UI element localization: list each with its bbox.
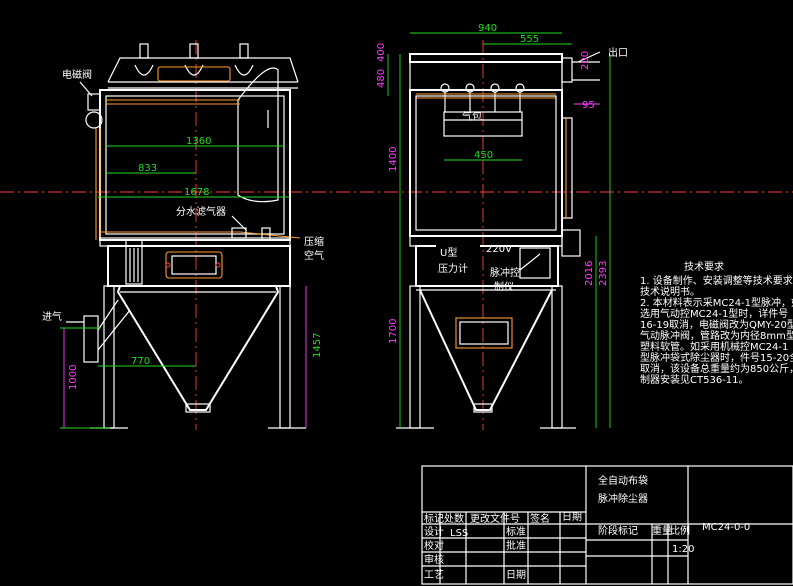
pulse-controller-label: 脉冲控 xyxy=(490,266,520,279)
water-separator-label: 分水滤气器 xyxy=(176,205,226,218)
product-name-line1: 全自动布袋 xyxy=(598,474,648,487)
note-line: 1. 设备制作、安装调整等技术要求见 xyxy=(640,274,793,287)
tb-shenhe: 审核 xyxy=(424,553,444,566)
tb-pizhun: 批准 xyxy=(506,539,526,552)
dim-400: 400 xyxy=(376,43,387,62)
note-line: 塑料软管。如采用机械控MC24-1 xyxy=(640,340,788,353)
solenoid-valve-label: 电磁阀 xyxy=(62,68,92,81)
dim-1700: 1700 xyxy=(388,319,399,344)
dim-1678: 1678 xyxy=(184,187,209,198)
technical-notes: 技术要求 1. 设备制作、安装调整等技术要求见 技术说明书。 2. 本材料表示采… xyxy=(640,260,793,386)
left-dimensions xyxy=(60,145,307,429)
dim-200: 200 xyxy=(580,51,591,70)
note-line: 气动脉冲阀，管路改为内径8mm型 xyxy=(640,329,793,342)
note-line: 制器安装见CT536-11。 xyxy=(640,373,749,386)
compressed-air-label-2: 空气 xyxy=(304,249,324,262)
note-line: 2. 本材料表示采MC24-1型脉冲，如 xyxy=(640,296,793,309)
dim-555: 555 xyxy=(520,34,539,45)
note-line: 型脉冲袋式除尘器时，件号15-20全部 xyxy=(640,351,793,364)
tb-gengai: 更改文件号 xyxy=(470,512,520,525)
dim-1360: 1360 xyxy=(186,136,211,147)
dim-2016: 2016 xyxy=(584,261,595,286)
pressure-gauge-label: 压力计 xyxy=(438,262,468,275)
dim-1000: 1000 xyxy=(68,365,79,390)
notes-title: 技术要求 xyxy=(684,260,724,273)
right-dimensions xyxy=(387,32,611,428)
right-view xyxy=(396,53,600,429)
tb-bili: 比例 xyxy=(670,524,690,537)
compressed-air-label: 压缩 xyxy=(304,235,324,248)
dim-770: 770 xyxy=(131,356,150,367)
dim-450: 450 xyxy=(474,150,493,161)
tb-riqi2: 日期 xyxy=(506,569,526,581)
left-view xyxy=(66,43,306,429)
tb-jiaodui: 校对 xyxy=(424,539,444,552)
dim-480: 480 xyxy=(376,69,387,88)
tb-biaoji: 标记 xyxy=(424,513,444,525)
tb-biaozhun: 标准 xyxy=(506,526,526,538)
tb-jieduan: 阶段标记 xyxy=(598,524,638,537)
note-line: 选用气动控MC24-1型时，详件号 xyxy=(640,307,788,320)
u-gauge-label: U型 xyxy=(440,246,457,259)
title-block xyxy=(421,465,793,585)
right-pulse-valves xyxy=(440,83,525,112)
tb-scale: 1:20 xyxy=(672,544,694,555)
drawing-number: MC24-0-0 xyxy=(702,522,750,533)
pulse-controller-label-2: 制仪 xyxy=(494,280,514,293)
dim-2393: 2393 xyxy=(598,261,609,286)
tb-qianming: 签名 xyxy=(530,512,550,525)
product-name-line2: 脉冲除尘器 xyxy=(598,492,648,505)
dim-833: 833 xyxy=(138,163,157,174)
pulse-valve-group xyxy=(134,43,254,76)
inlet-label: 进气 xyxy=(42,310,62,323)
power-label: 220V xyxy=(486,244,512,255)
tb-riqi: 日期 xyxy=(562,511,582,523)
air-bag-label: 气包 xyxy=(462,110,482,123)
note-line: 取消，该设备总重量约为850公斤，控 xyxy=(640,362,793,375)
dim-940: 940 xyxy=(478,23,497,34)
tb-sheji: 设计 xyxy=(424,525,444,538)
dim-95: 95 xyxy=(582,100,595,111)
dim-1457: 1457 xyxy=(312,333,323,358)
note-line: 16-19取消，电磁阀改为QMY-20型 xyxy=(640,318,793,331)
note-line: 技术说明书。 xyxy=(640,285,700,298)
tb-gongyi: 工艺 xyxy=(424,569,444,581)
tb-zhongliang: 重量 xyxy=(652,524,672,537)
tb-chushu: 处数 xyxy=(444,512,464,525)
tb-designer: LSS xyxy=(450,528,468,539)
outlet-label: 出口 xyxy=(608,46,628,59)
dim-1400: 1400 xyxy=(388,147,399,172)
u-gauge-label-bg xyxy=(436,238,480,266)
